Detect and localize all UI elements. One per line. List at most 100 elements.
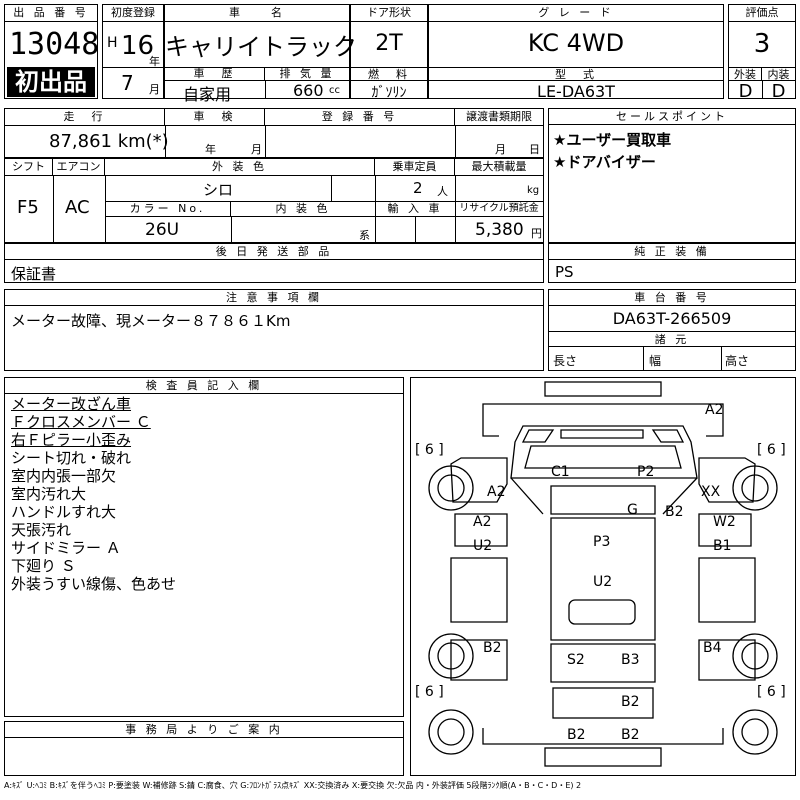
- insp-month-unit: 月: [251, 143, 262, 156]
- inspector-notes: メーター改ざん車 Ｆクロスメンバー Ｃ 右Ｆピラー小歪み シート切れ・破れ 室内…: [11, 395, 176, 593]
- genuine-equipment: PS: [555, 263, 574, 281]
- int-color-unit: 系: [359, 229, 370, 242]
- later-parts-label: 後 日 発 送 部 品: [5, 244, 543, 260]
- shift: F5: [17, 197, 39, 218]
- load-label: 最大積載量: [471, 160, 527, 173]
- month-unit: 月: [149, 83, 160, 96]
- damage-mark: XX: [701, 484, 721, 500]
- sales-point: ★ユーザー買取車: [553, 131, 672, 149]
- damage-mark: B2: [567, 727, 586, 743]
- year-unit: 年: [149, 55, 160, 68]
- inspector-note: シート切れ・破れ: [11, 449, 132, 467]
- ext-color: シロ: [202, 181, 233, 199]
- transfer-label: 譲渡書類期限: [466, 110, 532, 123]
- damage-mark: G: [627, 502, 638, 518]
- model-label: 型 式: [429, 67, 723, 81]
- inspector-note: 下廻り Ｓ: [11, 557, 76, 575]
- damage-diagram: [ 6 ] [ 6 ] [ 6 ] [ 6 ] A2 C1 P2 A2 XX G…: [410, 377, 796, 776]
- reg-year: 16: [121, 31, 155, 61]
- inspector-note: 室内汚れ大: [11, 485, 87, 503]
- score-label: 評価点: [729, 5, 795, 22]
- score-box: 評価点 3 外装 内装 D D: [728, 4, 796, 102]
- model: LE-DA63T: [537, 82, 615, 101]
- damage-mark: B2: [621, 694, 640, 710]
- door-box: ドア形状 2T 燃 料 ｶﾞｿﾘﾝ: [350, 4, 428, 101]
- notes-label: 注 意 事 項 欄: [5, 290, 543, 306]
- damage-mark: C1: [551, 464, 570, 480]
- length-label: 長さ: [553, 354, 578, 368]
- damage-mark: A2: [487, 484, 506, 500]
- displacement-unit: cc: [329, 85, 340, 96]
- damage-mark: W2: [713, 514, 736, 530]
- damage-mark: P3: [593, 534, 611, 550]
- inspector-note: 室内内張一部欠: [11, 467, 117, 485]
- capacity-label: 乗車定員: [375, 159, 455, 175]
- later-parts-box: 後 日 発 送 部 品 保証書: [4, 243, 544, 283]
- damage-mark: P2: [637, 464, 655, 480]
- chassis-label: 車 台 番 号: [549, 290, 795, 306]
- spec-row: シフト エアコン 外 装 色 乗車定員 最大積載量 F5 AC シロ 2 人 k…: [4, 158, 544, 243]
- grade-box: グ レ ー ド KC 4WD 型 式 LE-DA63T: [428, 4, 724, 101]
- inspector-note: 外装うすい線傷、色あせ: [11, 575, 177, 593]
- exterior-label: 外装: [729, 67, 762, 81]
- mileage-label: 走 行: [5, 109, 165, 125]
- sales-points-box: セールスポイント ★ユーザー買取車 ★ドアバイザー: [548, 108, 796, 243]
- mileage: 87,861 km(*): [49, 131, 169, 152]
- damage-mark: B3: [621, 652, 640, 668]
- inspector-note-underlined: Ｆクロスメンバー Ｃ: [11, 413, 151, 431]
- first-registration-box: 初度登録 H 16 年 7 月: [102, 4, 164, 99]
- lot-number-box: 出 品 番 号 13048 初出品: [4, 4, 99, 99]
- displacement: 660: [293, 81, 324, 100]
- office-info-box: 事 務 局 よ り ご 案 内: [4, 721, 404, 776]
- displacement-label: 排 気 量: [265, 67, 349, 81]
- tire-depth-front-left: [ 6 ]: [415, 442, 444, 458]
- fuel-label: 燃 料: [351, 67, 427, 81]
- ac-label: エアコン: [53, 159, 105, 175]
- later-parts: 保証書: [11, 265, 57, 283]
- car-name: キャリイトラック: [165, 33, 357, 61]
- damage-mark: B2: [621, 727, 640, 743]
- truck-outline: [428, 381, 778, 767]
- notes: メーター故障、現メーター８７８６１Km: [11, 312, 291, 330]
- fuel: ｶﾞｿﾘﾝ: [371, 85, 407, 101]
- damage-mark: B2: [483, 640, 502, 656]
- inspector-note: サイドミラー Ａ: [11, 539, 121, 557]
- legend: A:ｷｽﾞ U:ﾍｺﾐ B:ｷｽﾞを伴うﾍｺﾐ P:要塗装 W:補修跡 S:錆 …: [4, 781, 582, 790]
- damage-mark: B1: [713, 538, 732, 554]
- tire-depth-front-right: [ 6 ]: [757, 442, 786, 458]
- inspector-box: 検 査 員 記 入 欄 メーター改ざん車 Ｆクロスメンバー Ｃ 右Ｆピラー小歪み…: [4, 377, 404, 717]
- ext-color-label: 外 装 色: [105, 159, 375, 175]
- transfer-day-unit: 日: [529, 143, 540, 156]
- reg-month: 7: [121, 71, 134, 95]
- inspector-note: ハンドルすれ大: [11, 503, 117, 521]
- inspector-label: 検 査 員 記 入 欄: [5, 378, 403, 394]
- tire-depth-rear-right: [ 6 ]: [757, 684, 786, 700]
- inspector-note-underlined: メーター改ざん車: [11, 395, 132, 413]
- office-label: 事 務 局 よ り ご 案 内: [5, 722, 403, 738]
- capacity: 2: [413, 179, 423, 197]
- ac: AC: [65, 197, 90, 218]
- color-no-label: カラー No.: [105, 201, 231, 217]
- recycle-label: リサイクル預託金: [455, 201, 543, 217]
- interior-label: 内装: [762, 67, 795, 81]
- sales-point: ★ドアバイザー: [553, 153, 656, 171]
- damage-mark: U2: [593, 574, 613, 590]
- mileage-row: 走 行 車 検 登 録 番 号 譲渡書類期限 87,861 km(*) 年 月 …: [4, 108, 544, 158]
- grade-label: グ レ ー ド: [429, 5, 723, 22]
- chassis-number: DA63T-266509: [612, 309, 732, 328]
- genuine-equipment-box: 純 正 装 備 PS: [548, 243, 796, 283]
- tire-depth-rear-left: [ 6 ]: [415, 684, 444, 700]
- damage-mark: A2: [473, 514, 492, 530]
- shift-label: シフト: [5, 159, 53, 175]
- damage-mark: U2: [473, 538, 493, 554]
- inspector-note: 天張汚れ: [11, 521, 72, 539]
- lot-number-label: 出 品 番 号: [5, 5, 97, 22]
- car-name-box: 車 名 キャリイトラック 車 歴 排 気 量 自家用 660 cc: [164, 4, 357, 104]
- load-unit: kg: [527, 185, 540, 196]
- first-reg-label: 初度登録: [103, 5, 163, 22]
- notes-box: 注 意 事 項 欄 メーター故障、現メーター８７８６１Km: [4, 289, 544, 371]
- color-no: 26U: [145, 220, 180, 240]
- sales-label: セールスポイント: [549, 109, 795, 125]
- grade: KC 4WD: [527, 29, 625, 57]
- damage-mark: S2: [567, 652, 585, 668]
